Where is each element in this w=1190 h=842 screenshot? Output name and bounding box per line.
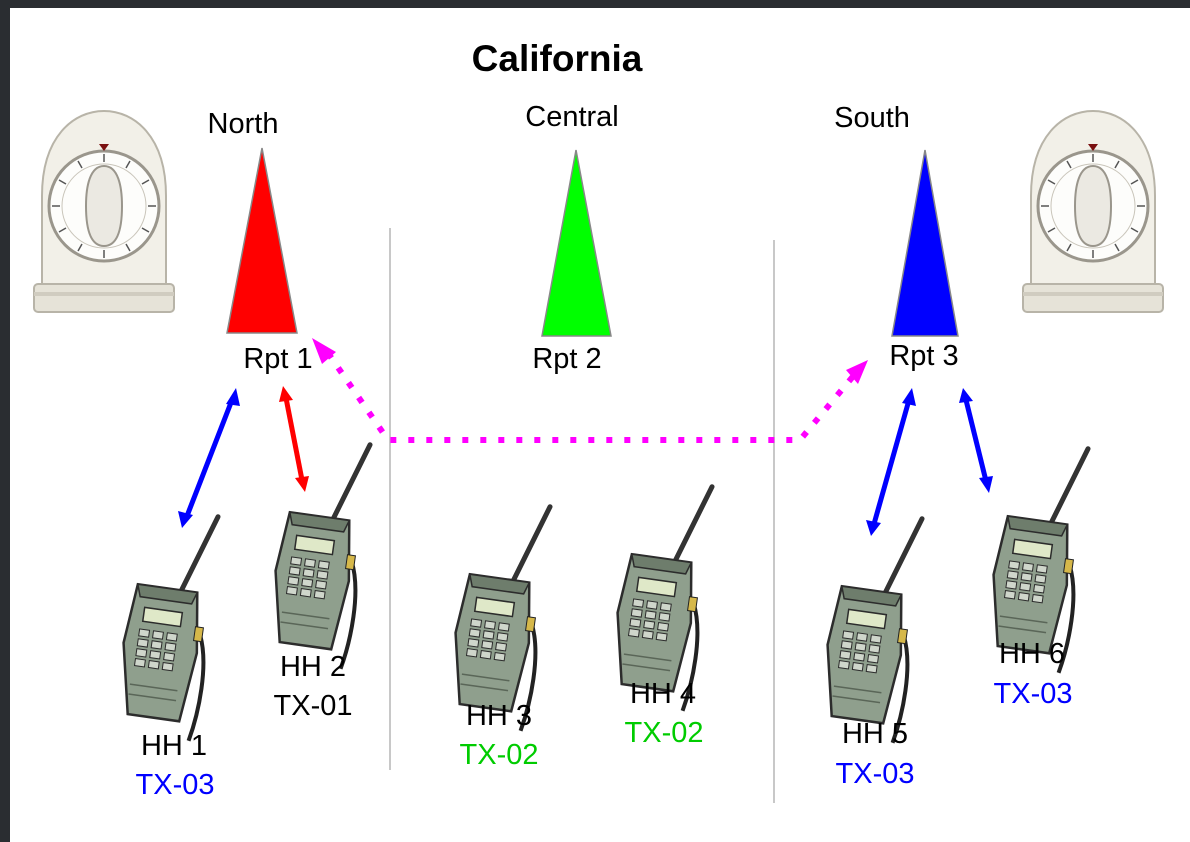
- handheld-name: HH 6: [998, 638, 1066, 670]
- handheld-radio-icon: [605, 476, 719, 711]
- handheld-name: HH 5: [841, 718, 909, 750]
- repeater-tower-icon: [891, 149, 959, 337]
- diagram-canvas: California North Central South Rpt 1 Rpt…: [10, 8, 1190, 842]
- link-arrow-hh2-rpt1: [279, 386, 309, 492]
- region-label-south: South: [834, 102, 910, 134]
- handheld-radio-icon: [263, 434, 377, 669]
- handheld-tx: TX-01: [273, 690, 353, 722]
- region-label-north: North: [207, 108, 279, 140]
- link-arrow-rpt1-rpt3: [312, 338, 868, 443]
- handheld-name: HH 2: [279, 651, 347, 683]
- handheld-radio-icon: [111, 506, 225, 741]
- repeater-label: Rpt 2: [532, 343, 602, 375]
- repeater-label: Rpt 1: [243, 343, 313, 375]
- handheld-tx: TX-03: [135, 769, 215, 801]
- kitchen-timer-icon: [1021, 109, 1165, 314]
- handheld-name: HH 3: [465, 700, 533, 732]
- handheld-radio-icon: [815, 508, 929, 743]
- handheld-radio-icon: [443, 496, 557, 731]
- handheld-name: HH 4: [629, 678, 697, 710]
- handheld-tx: TX-03: [993, 678, 1073, 710]
- kitchen-timer-icon: [32, 109, 176, 314]
- diagram-title: California: [471, 38, 643, 79]
- diagram-graphics: [32, 109, 1165, 803]
- repeater-tower-icon: [226, 147, 298, 334]
- link-arrow-hh5-rpt3: [866, 388, 916, 536]
- handheld-tx: TX-02: [624, 717, 704, 749]
- link-arrow-hh6-rpt3: [959, 388, 993, 493]
- handheld-tx: TX-03: [835, 758, 915, 790]
- handheld-name: HH 1: [140, 730, 208, 762]
- repeater-tower-icon: [541, 149, 612, 337]
- link-arrow-hh1-rpt1: [178, 388, 240, 528]
- region-label-central: Central: [525, 101, 619, 133]
- repeater-label: Rpt 3: [889, 340, 959, 372]
- handheld-tx: TX-02: [459, 739, 539, 771]
